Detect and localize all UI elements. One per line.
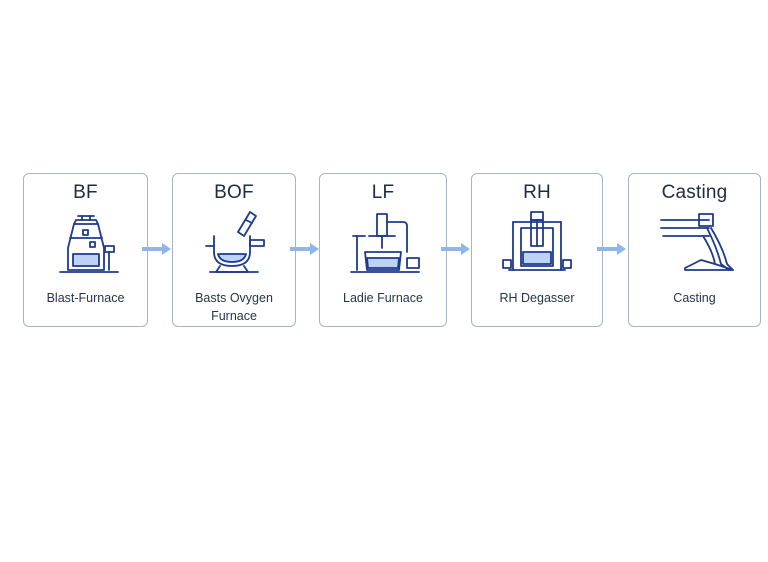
stage-card-bof: BOF Basts Ovygen Furnace xyxy=(172,173,296,327)
degasser-icon xyxy=(497,208,577,278)
flow-arrow xyxy=(441,241,471,257)
stage-card-rh: RH RH Degasser xyxy=(471,173,603,327)
stage-label: Basts Ovygen Furnace xyxy=(195,291,273,323)
stage-abbr: BOF xyxy=(214,182,254,203)
stage-card-bf: BF Blast-F xyxy=(23,173,148,327)
stage-label: Casting xyxy=(673,291,716,305)
stage-abbr: LF xyxy=(371,182,395,203)
stage-card-lf: LF Ladie Furnace xyxy=(319,173,447,327)
stage-label: Blast-Furnace xyxy=(46,291,125,305)
stage-abbr: BF xyxy=(73,182,98,203)
stage-label: Ladie Furnace xyxy=(343,291,423,305)
stage-card-casting: Casting Casting xyxy=(628,173,761,327)
ladle-furnace-icon xyxy=(343,208,423,278)
flow-arrow xyxy=(142,241,172,257)
flow-arrow xyxy=(290,241,320,257)
stage-label: RH Degasser xyxy=(499,291,575,305)
flow-arrow xyxy=(597,241,627,257)
caster-icon xyxy=(655,208,735,278)
stage-abbr: RH xyxy=(523,182,551,203)
oxygen-converter-icon xyxy=(194,208,274,278)
blast-furnace-icon xyxy=(46,208,126,278)
stage-abbr: Casting xyxy=(661,182,728,203)
